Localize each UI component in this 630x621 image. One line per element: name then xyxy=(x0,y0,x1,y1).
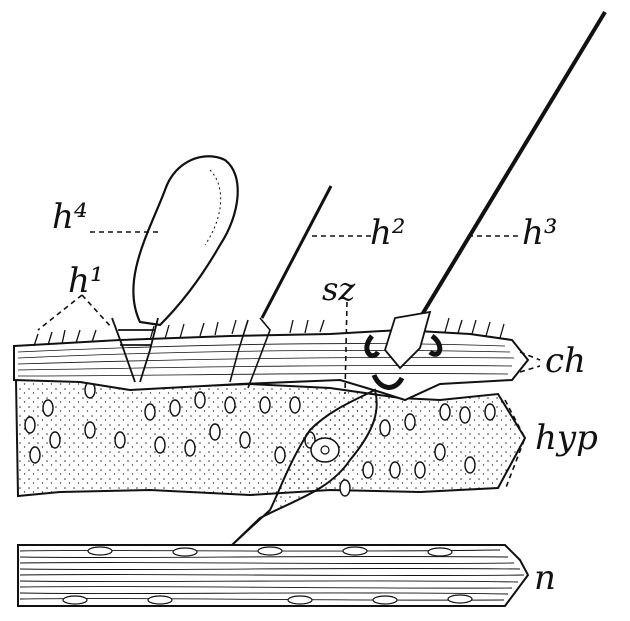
club-hair-h4 xyxy=(111,155,239,383)
label-h1: h¹ xyxy=(68,261,104,301)
label-ch: ch xyxy=(545,341,586,381)
bristle-h3 xyxy=(364,10,607,390)
label-sz: sz xyxy=(322,270,356,308)
label-h2: h² xyxy=(370,213,406,253)
sensory-cell-sz xyxy=(231,388,378,546)
nerve xyxy=(17,544,530,607)
leader-lines xyxy=(37,231,541,491)
label-hyp: hyp xyxy=(535,418,598,458)
hypodermis-layer xyxy=(14,376,527,498)
bristle-h2 xyxy=(229,185,333,389)
label-h4: h⁴ xyxy=(52,197,88,237)
hypodermis-nuclei xyxy=(24,381,496,497)
label-h3: h³ xyxy=(522,213,558,253)
nerve-nuclei xyxy=(62,546,473,605)
cuticle-spines xyxy=(33,317,505,347)
label-n: n xyxy=(534,558,556,598)
